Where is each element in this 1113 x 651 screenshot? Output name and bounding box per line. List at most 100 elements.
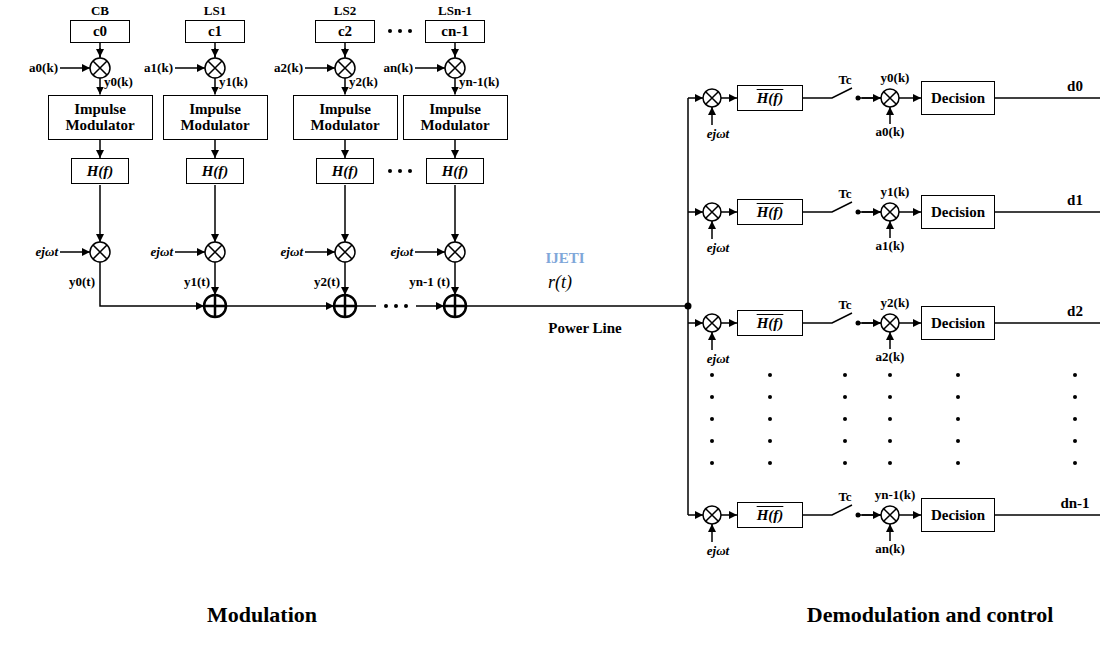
arrow (454, 48, 456, 57)
signal-label: y0(k) (881, 71, 910, 85)
dot (408, 169, 412, 173)
wire (688, 97, 703, 99)
wire (721, 514, 737, 516)
dot (710, 417, 714, 421)
box-label: H(f) (332, 163, 359, 180)
dot (843, 439, 847, 443)
decision-box: Decision (921, 306, 995, 340)
signal-arrow (344, 140, 346, 159)
wire (688, 514, 703, 516)
box-label: Impulse Modulator (164, 101, 267, 134)
adder-symbol (204, 295, 226, 317)
box-label: Impulse Modulator (404, 101, 507, 134)
signal-label: y1(t) (184, 275, 210, 289)
dot (710, 439, 714, 443)
wire (721, 322, 737, 324)
signal-label: ejωt (707, 544, 729, 558)
input-arrow (889, 332, 891, 349)
filter-box: H(f) (426, 158, 484, 184)
signal-label: y2(k) (349, 75, 378, 89)
signal-arrow (214, 140, 216, 159)
ellipsis-dots (710, 373, 1077, 465)
signal-label: Tc (838, 490, 851, 504)
box-label: Decision (931, 315, 985, 332)
box-label: Impulse Modulator (49, 101, 152, 134)
adder-symbol (444, 295, 466, 317)
signal-label: d1 (1067, 192, 1083, 209)
output-line (995, 322, 1100, 324)
box-label: H(f) (757, 507, 784, 524)
signal-label: a1(k) (144, 61, 173, 75)
wire (721, 97, 737, 99)
watermark: IJETI (545, 250, 584, 267)
signal-label: yn-1 (t) (409, 275, 450, 289)
wire (858, 322, 881, 324)
ellipsis-dots (384, 304, 408, 308)
signal-label: Tc (838, 187, 851, 201)
signal-label: ejωt (281, 245, 303, 259)
output-line (995, 514, 1100, 516)
code-box: LS1c1 (185, 20, 245, 43)
impulse-modulator-box: Impulse Modulator (403, 95, 508, 140)
matched-filter-box: H(f) (737, 310, 803, 336)
dot (1073, 461, 1077, 465)
signal-label: an(k) (875, 542, 905, 556)
sampler-switch (824, 88, 852, 98)
signal-label: a2(k) (274, 61, 303, 75)
signal-label: r(t) (548, 273, 572, 293)
wire (688, 322, 703, 324)
multiplier-symbol (881, 89, 899, 107)
dot (843, 395, 847, 399)
wire (356, 305, 376, 307)
matched-filter-box: H(f) (737, 85, 803, 111)
signal-label: ejωt (151, 245, 173, 259)
dot (768, 439, 772, 443)
signal-label: Power Line (548, 320, 621, 337)
sampler-switch (824, 202, 852, 212)
input-arrow (889, 107, 891, 124)
signal-arrow (803, 322, 921, 324)
dot (710, 373, 714, 377)
wire (416, 305, 444, 307)
matched-filter-box: H(f) (737, 502, 803, 528)
multiplier-symbol (881, 203, 899, 221)
multiplier-symbol (703, 506, 721, 524)
power-line (466, 305, 688, 307)
signal-arrow (454, 140, 456, 159)
unit-name: LSn-1 (438, 3, 472, 19)
dot (956, 439, 960, 443)
sampler-switch (824, 505, 852, 515)
carrier-arrow (175, 251, 205, 253)
box-label: Decision (931, 90, 985, 107)
wire (858, 97, 881, 99)
sampler-switch (824, 313, 852, 323)
filter-box: H(f) (186, 158, 244, 184)
wire (99, 185, 101, 242)
box-label: c2 (338, 23, 352, 40)
signal-arrow (803, 211, 921, 213)
dot (1073, 395, 1077, 399)
dot (888, 395, 892, 399)
signal-label: a0(k) (29, 61, 58, 75)
decision-box: Decision (921, 498, 995, 532)
box-label: H(f) (87, 163, 114, 180)
signal-arrow (803, 514, 921, 516)
dot (768, 417, 772, 421)
decision-box: Decision (921, 195, 995, 229)
multiplier-symbol (881, 314, 899, 332)
impulse-modulator-box: Impulse Modulator (163, 95, 268, 140)
section-title: Demodulation and control (807, 603, 1054, 627)
dot (398, 29, 402, 33)
arrow (99, 48, 101, 57)
wire (214, 262, 216, 295)
signal-label: y0(t) (69, 275, 95, 289)
signal-label: y2(t) (314, 275, 340, 289)
box-label: Impulse Modulator (294, 101, 397, 134)
dot (956, 373, 960, 377)
wire (858, 211, 881, 213)
wire (454, 262, 456, 295)
code-box: LS2c2 (315, 20, 375, 43)
dot (768, 373, 772, 377)
dot (388, 29, 392, 33)
